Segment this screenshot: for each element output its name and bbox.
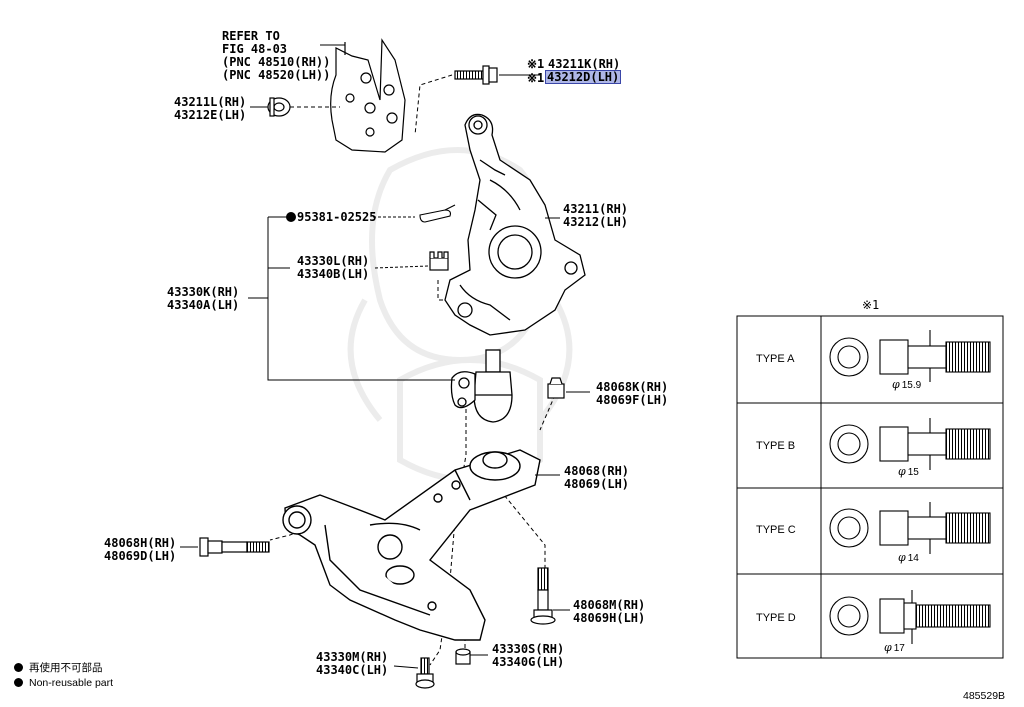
- bullet-icon: [14, 663, 23, 672]
- part-48069F[interactable]: 48069F(LH): [596, 393, 669, 407]
- part-43212D-highlighted[interactable]: 43212D(LH): [544, 70, 622, 84]
- part-43330S[interactable]: 43330S(RH): [492, 642, 565, 656]
- arm-nut: [547, 377, 565, 399]
- table-bolt-drawings: [829, 330, 991, 644]
- document-id: 485529B: [963, 690, 1006, 702]
- bullet-icon: [14, 678, 23, 687]
- group-bracket: [248, 216, 455, 381]
- cotter-pin: [419, 204, 456, 223]
- part-48068[interactable]: 48068(RH): [564, 464, 630, 478]
- refer-line-1: REFER TO: [222, 29, 280, 43]
- bj-bolt: [415, 657, 435, 689]
- part-48069D[interactable]: 48069D(LH): [104, 549, 177, 563]
- part-43340A[interactable]: 43340A(LH): [167, 298, 240, 312]
- non-reusable-dot: [286, 212, 296, 222]
- part-43212E[interactable]: 43212E(LH): [174, 108, 247, 122]
- legend-english-text: Non-reusable part: [29, 677, 114, 689]
- table-title: ※1: [862, 298, 880, 312]
- mark-1-lh: ※1: [527, 71, 545, 85]
- part-43211L[interactable]: 43211L(RH): [174, 95, 247, 109]
- type-b-label: TYPE B: [756, 440, 796, 452]
- lower-control-arm: [282, 449, 541, 641]
- diameter-b-value: 15: [907, 467, 919, 478]
- phi-symbol: φ: [898, 465, 906, 478]
- ball-joint: [450, 349, 513, 423]
- part-43340G[interactable]: 43340G(LH): [492, 655, 565, 669]
- type-d-label: TYPE D: [756, 612, 796, 624]
- part-48069[interactable]: 48069(LH): [564, 477, 630, 491]
- diameter-c-value: 14: [907, 553, 919, 564]
- legend-japanese: 再使用不可部品: [14, 660, 103, 675]
- part-43330M[interactable]: 43330M(RH): [316, 650, 389, 664]
- phi-symbol: φ: [892, 378, 900, 391]
- type-a-label: TYPE A: [756, 353, 795, 365]
- type-c-label: TYPE C: [756, 524, 796, 536]
- part-48068M[interactable]: 48068M(RH): [573, 598, 646, 612]
- castle-nut: [429, 251, 449, 271]
- refer-line-4: (PNC 48520(LH)): [222, 68, 331, 82]
- steering-knuckle: [444, 113, 586, 336]
- part-43211[interactable]: 43211(RH): [563, 202, 629, 216]
- bolt-type-table: [736, 315, 1004, 659]
- mark-1-rh: ※1: [527, 57, 545, 71]
- phi-symbol: φ: [884, 641, 892, 654]
- part-43330K[interactable]: 43330K(RH): [167, 285, 240, 299]
- part-43212[interactable]: 43212(LH): [563, 215, 629, 229]
- diameter-d-value: 17: [893, 643, 905, 654]
- knuckle-bolt: [454, 65, 498, 85]
- rear-bolt: [530, 567, 556, 625]
- part-43330L[interactable]: 43330L(RH): [297, 254, 370, 268]
- diameter-a-value: 15.9: [901, 380, 922, 391]
- part-95381-02525[interactable]: 95381-02525: [297, 210, 377, 224]
- steering-bracket: [330, 38, 406, 153]
- front-bolt: [199, 537, 270, 557]
- bj-nut: [455, 648, 471, 665]
- refer-line-3: (PNC 48510(RH)): [222, 55, 331, 69]
- part-43211K[interactable]: 43211K(RH): [548, 57, 621, 71]
- refer-line-2: FIG 48-03: [222, 42, 288, 56]
- part-48068K[interactable]: 48068K(RH): [596, 380, 669, 394]
- phi-symbol: φ: [898, 551, 906, 564]
- part-48069H[interactable]: 48069H(LH): [573, 611, 646, 625]
- flange-nut: [267, 97, 291, 117]
- part-48068H[interactable]: 48068H(RH): [104, 536, 177, 550]
- legend-japanese-text: 再使用不可部品: [29, 662, 103, 674]
- part-43340C[interactable]: 43340C(LH): [316, 663, 389, 677]
- part-43340B[interactable]: 43340B(LH): [297, 267, 370, 281]
- legend-english: Non-reusable part: [14, 677, 113, 689]
